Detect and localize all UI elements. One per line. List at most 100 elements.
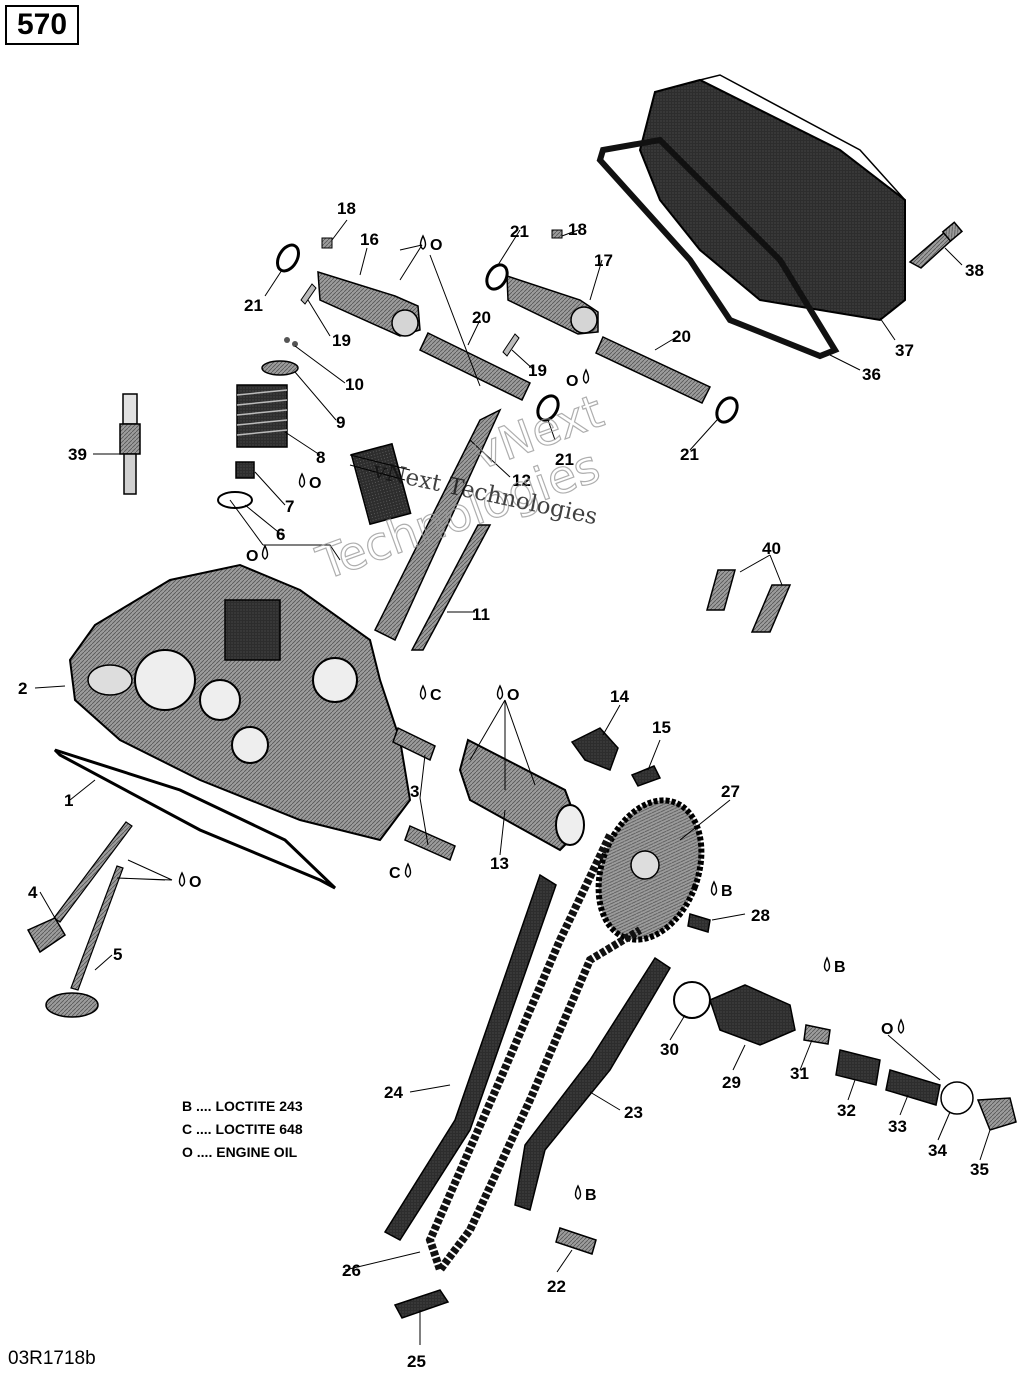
callout-label: 20 <box>672 327 691 346</box>
dowel-pin <box>750 584 792 633</box>
o-ring <box>485 263 509 291</box>
legend-separator: .... <box>196 1098 212 1114</box>
valve-keeper <box>284 337 290 343</box>
callout-label: 35 <box>970 1160 989 1179</box>
legend-text: LOCTITE 243 <box>215 1098 303 1114</box>
callout-label: 22 <box>547 1277 566 1296</box>
callout-label: 39 <box>68 445 87 464</box>
callout-label: 4 <box>28 883 38 902</box>
oil-drop-icon: O <box>496 684 519 704</box>
mark-code: O <box>881 1021 893 1038</box>
o-ring <box>276 243 300 273</box>
callout-label: 17 <box>594 251 613 270</box>
legend-row: O .... ENGINE OIL <box>182 1141 303 1164</box>
callout-label: 29 <box>722 1073 741 1092</box>
oil-drop-icon: O <box>178 871 201 891</box>
spark-plug <box>119 393 141 495</box>
legend-row: C .... LOCTITE 648 <box>182 1118 303 1141</box>
callout-label: 37 <box>895 341 914 360</box>
legend-row: B .... LOCTITE 243 <box>182 1095 303 1118</box>
sprocket-bolt <box>687 913 711 933</box>
adjust-screw <box>321 237 333 249</box>
loctite-drop-icon: B <box>710 880 733 900</box>
callout-label: 36 <box>862 365 881 384</box>
callout-label: 3 <box>410 782 419 801</box>
callout-label: 12 <box>512 471 531 490</box>
callout-label: 5 <box>113 945 122 964</box>
mark-code: O <box>507 687 519 704</box>
o-ring <box>715 396 739 424</box>
rocker-pin <box>300 283 317 305</box>
rocker-shaft <box>595 335 712 404</box>
valve-cover <box>638 74 906 322</box>
mark-code: O <box>309 475 321 492</box>
head-gasket <box>53 748 337 890</box>
callout-label: 33 <box>888 1117 907 1136</box>
callout-label: 11 <box>472 605 490 624</box>
cam-retainer-plate <box>570 727 619 771</box>
sealing-ring <box>940 1081 974 1115</box>
oil-drop-icon: O <box>566 368 590 390</box>
callout-label: 23 <box>624 1103 643 1122</box>
callout-label: 6 <box>276 525 285 544</box>
legend: B .... LOCTITE 243 C .... LOCTITE 648 O … <box>182 1095 303 1164</box>
callout-label: 21 <box>244 296 263 315</box>
loctite-drop-icon: B <box>823 956 846 976</box>
leader-lines <box>34 219 991 1345</box>
callout-label: 9 <box>336 413 345 432</box>
callout-label: 19 <box>332 331 351 350</box>
mark-code: B <box>585 1187 597 1204</box>
adjust-screw <box>551 229 563 239</box>
tensioner-housing <box>709 984 796 1046</box>
legend-code: B <box>182 1098 193 1114</box>
tensioner-guide <box>514 956 672 1211</box>
valve-spring <box>236 384 288 448</box>
callout-label: 16 <box>360 230 379 249</box>
callout-label: 18 <box>568 220 587 239</box>
callout-label: 15 <box>652 718 671 737</box>
legend-code: O <box>182 1144 193 1160</box>
guide-pivot-bolt <box>555 1227 597 1255</box>
mark-code: O <box>246 548 258 565</box>
rocker-arm-exhaust <box>506 274 599 335</box>
callout-label: 34 <box>928 1141 947 1160</box>
push-rod-tube <box>373 408 502 642</box>
valve-cover-gasket <box>596 136 840 360</box>
spring-seat-washer <box>217 491 253 509</box>
intake-valve <box>26 821 133 954</box>
mark-code: C <box>389 865 401 882</box>
chain-link-pin <box>393 1289 450 1319</box>
callout-label: 2 <box>18 679 27 698</box>
loctite-drop-icon: B <box>574 1184 597 1204</box>
legend-separator: .... <box>196 1144 213 1160</box>
camshaft <box>458 738 585 852</box>
spring-retainer <box>261 360 299 376</box>
rocker-arm-intake <box>317 270 421 337</box>
callout-label: 18 <box>337 199 356 218</box>
callout-label: 8 <box>316 448 325 467</box>
legend-text: ENGINE OIL <box>216 1144 298 1160</box>
drawing-code: 03R1718b <box>8 1348 96 1369</box>
callout-label: 21 <box>555 450 574 469</box>
legend-code: C <box>182 1121 193 1137</box>
loctite-drop-icon: C <box>419 684 442 704</box>
callout-label: 7 <box>285 497 294 516</box>
callout-label: 21 <box>680 445 699 464</box>
callout-label: 24 <box>384 1083 403 1102</box>
exhaust-valve <box>45 865 124 1018</box>
oil-drop-icon: O <box>298 472 321 492</box>
loctite-drop-icon: C <box>389 862 412 882</box>
mark-code: O <box>189 874 201 891</box>
callout-label: 19 <box>528 361 547 380</box>
rocker-shaft <box>419 331 531 402</box>
o-ring <box>536 394 560 422</box>
callout-label: 30 <box>660 1040 679 1059</box>
callout-label: 28 <box>751 906 770 925</box>
tensioner-bolt <box>803 1024 831 1045</box>
callout-label: 21 <box>510 222 529 241</box>
oil-drop-icon: O <box>419 234 442 254</box>
callout-label: 14 <box>610 687 629 706</box>
mark-code: B <box>834 959 846 976</box>
tensioner-spring <box>885 1069 941 1106</box>
